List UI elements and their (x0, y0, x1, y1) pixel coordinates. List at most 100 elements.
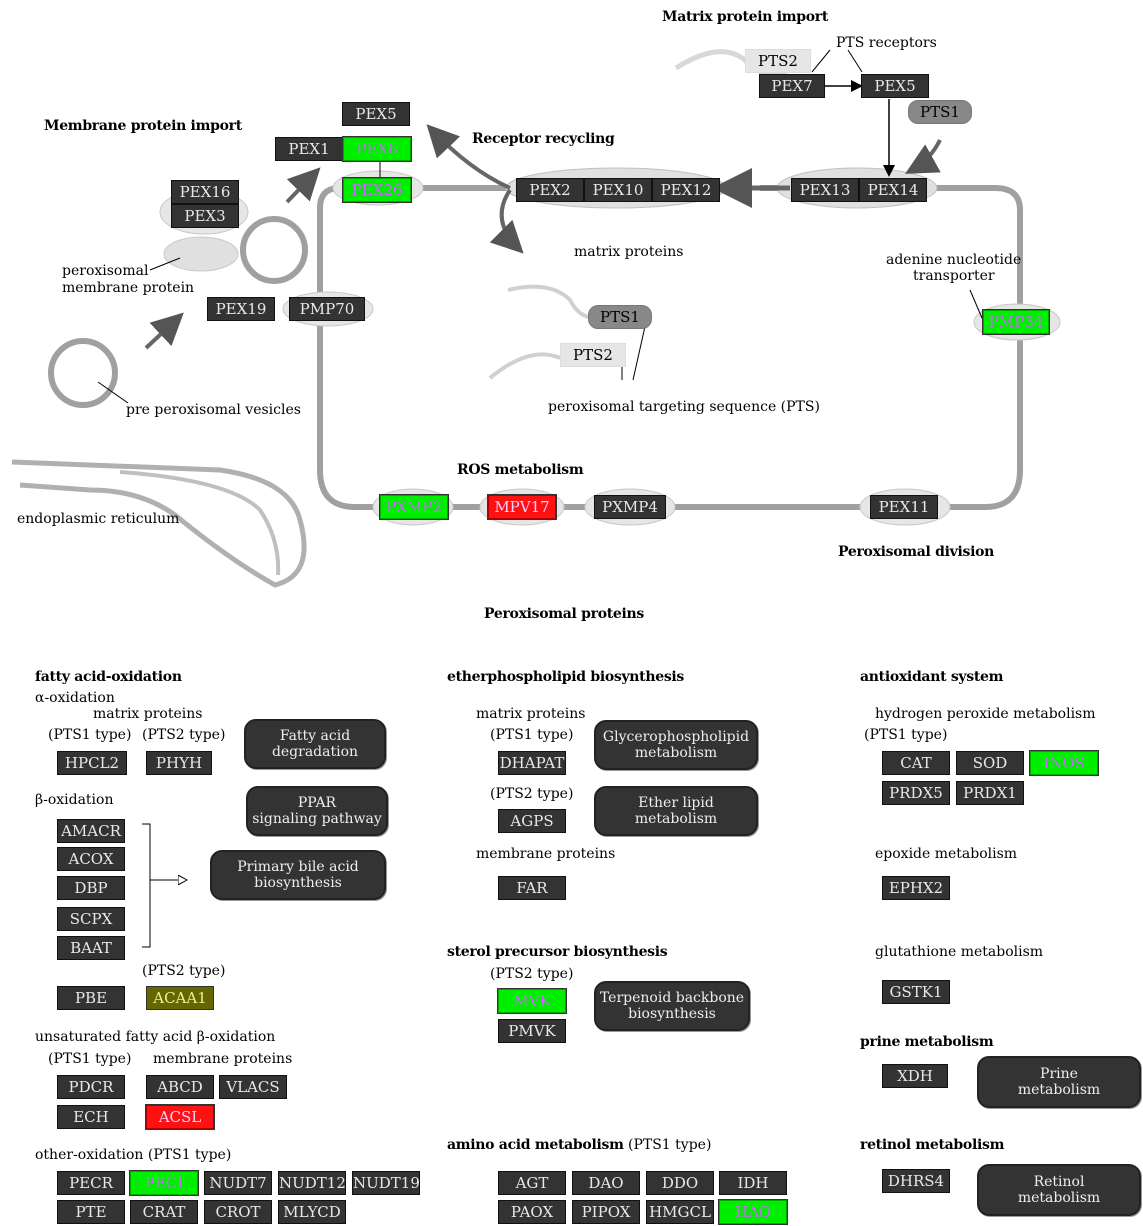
gene-dhrs4[interactable]: DHRS4 (882, 1169, 950, 1193)
gene-paox[interactable]: PAOX (498, 1200, 566, 1224)
gene-pmvk[interactable]: PMVK (498, 1019, 566, 1043)
arrow-matrix-proteins (489, 188, 524, 254)
gene-pex12[interactable]: PEX12 (652, 178, 720, 202)
gene-hpcl2[interactable]: HPCL2 (57, 751, 127, 775)
gene-scpx[interactable]: SCPX (57, 907, 125, 931)
prine-metabolism-title: prine metabolism (860, 1034, 994, 1050)
pre-vesicles-label: pre peroxisomal vesicles (126, 402, 301, 418)
gene-pex13[interactable]: PEX13 (791, 178, 859, 202)
pts1-receptor-tag: PTS1 (908, 100, 972, 124)
gene-pex10[interactable]: PEX10 (584, 178, 652, 202)
gene-pecr[interactable]: PECR (57, 1171, 125, 1195)
peroxisomal-division-title: Peroxisomal division (838, 544, 995, 560)
gene-pex1[interactable]: PEX1 (275, 137, 343, 161)
gene-inos[interactable]: INOS (1029, 750, 1099, 776)
pts-receptors-label: PTS receptors (836, 35, 937, 51)
gene-pmp34[interactable]: PMP34 (982, 309, 1050, 335)
gene-phyh[interactable]: PHYH (146, 751, 212, 775)
gene-pex19[interactable]: PEX19 (207, 297, 275, 321)
gene-hmgcl[interactable]: HMGCL (646, 1200, 714, 1224)
fatty-matrix-proteins-label: matrix proteins (93, 706, 203, 722)
receptor-recycling-title: Receptor recycling (472, 131, 615, 147)
gene-pmp70[interactable]: PMP70 (289, 297, 365, 321)
gene-nudt7[interactable]: NUDT7 (204, 1171, 272, 1195)
endoplasmic-reticulum-label: endoplasmic reticulum (17, 511, 180, 527)
gene-mlycd[interactable]: MLYCD (278, 1200, 346, 1224)
gene-pbe[interactable]: PBE (57, 986, 125, 1010)
gene-idh[interactable]: IDH (719, 1171, 787, 1195)
gene-prdx1[interactable]: PRDX1 (956, 781, 1024, 805)
gene-pex5-top[interactable]: PEX5 (342, 102, 410, 126)
gene-sod[interactable]: SOD (956, 751, 1024, 775)
ros-metabolism-title: ROS metabolism (457, 462, 584, 478)
etherphospholipid-title: etherphospholipid biosynthesis (447, 669, 685, 685)
gene-gstk1[interactable]: GSTK1 (882, 980, 950, 1004)
gene-mvk[interactable]: MVK (497, 988, 567, 1014)
gene-acaa1[interactable]: ACAA1 (146, 986, 214, 1010)
unsat-membrane-proteins: membrane proteins (153, 1051, 293, 1067)
gene-pxmp4[interactable]: PXMP4 (594, 495, 666, 519)
gene-crot[interactable]: CROT (204, 1200, 272, 1224)
gene-pex11[interactable]: PEX11 (870, 495, 938, 519)
gene-acsl[interactable]: ACSL (145, 1104, 215, 1130)
gene-agps[interactable]: AGPS (498, 809, 566, 833)
gene-ddo[interactable]: DDO (646, 1171, 714, 1195)
prine-line1: Prine (1040, 1066, 1078, 1082)
gene-xdh[interactable]: XDH (882, 1064, 948, 1088)
gene-pex6[interactable]: PEX6 (342, 136, 412, 162)
adenine-label-2: transporter (913, 268, 995, 284)
gene-acox[interactable]: ACOX (57, 847, 125, 871)
ret-line2: metabolism (1017, 1190, 1101, 1206)
gene-pex26[interactable]: PEX26 (342, 177, 412, 203)
bile-line1: Primary bile acid (237, 859, 359, 875)
gene-dbp[interactable]: DBP (57, 876, 125, 900)
antioxidant-title: antioxidant system (860, 669, 1004, 685)
gene-far[interactable]: FAR (498, 876, 566, 900)
gene-pex14[interactable]: PEX14 (859, 178, 927, 202)
gene-peci[interactable]: PECI (129, 1170, 199, 1196)
gene-cat[interactable]: CAT (882, 751, 950, 775)
gene-pex5-receptor[interactable]: PEX5 (861, 74, 929, 98)
gene-mpv17[interactable]: MPV17 (487, 494, 557, 520)
pre-peroxisomal-vesicle (48, 338, 118, 408)
amino-acid-title: amino acid metabolism (447, 1137, 624, 1153)
gene-prdx5[interactable]: PRDX5 (882, 781, 950, 805)
gene-pxmp2[interactable]: PXMP2 (379, 494, 449, 520)
gene-amacr[interactable]: AMACR (57, 819, 125, 843)
ppar-line2: signaling pathway (252, 811, 382, 827)
gene-pex7[interactable]: PEX7 (759, 74, 825, 98)
gene-pte[interactable]: PTE (57, 1200, 125, 1224)
h2o2-metabolism-label: hydrogen peroxide metabolism (875, 706, 1096, 722)
gene-agt[interactable]: AGT (498, 1171, 566, 1195)
gene-ech[interactable]: ECH (57, 1105, 125, 1129)
gene-nudt12[interactable]: NUDT12 (278, 1171, 346, 1195)
membrane-protein-import-title: Membrane protein import (44, 118, 242, 134)
gene-dao[interactable]: DAO (572, 1171, 640, 1195)
gene-nudt19[interactable]: NUDT19 (352, 1171, 420, 1195)
gene-baat[interactable]: BAAT (57, 936, 125, 960)
peroxisomal-membrane-protein-oval (163, 236, 239, 272)
terp-line2: biosynthesis (628, 1006, 716, 1022)
gene-pex16[interactable]: PEX16 (171, 180, 239, 204)
gene-crat[interactable]: CRAT (130, 1200, 198, 1224)
gene-ephx2[interactable]: EPHX2 (882, 876, 950, 900)
fatty-pts2-type-b: (PTS2 type) (142, 963, 226, 979)
gene-pdcr[interactable]: PDCR (57, 1075, 125, 1099)
gene-pex2[interactable]: PEX2 (516, 178, 584, 202)
gene-dhapat[interactable]: DHAPAT (498, 751, 566, 775)
gene-pex3[interactable]: PEX3 (171, 204, 239, 228)
gene-hao[interactable]: HAO (718, 1199, 788, 1225)
arrow-pts1-to-pex14 (905, 139, 942, 174)
gene-pipox[interactable]: PIPOX (572, 1200, 640, 1224)
terp-line1: Terpenoid backbone (599, 990, 745, 1006)
gene-vlacs[interactable]: VLACS (219, 1075, 287, 1099)
gene-abcd[interactable]: ABCD (146, 1075, 214, 1099)
